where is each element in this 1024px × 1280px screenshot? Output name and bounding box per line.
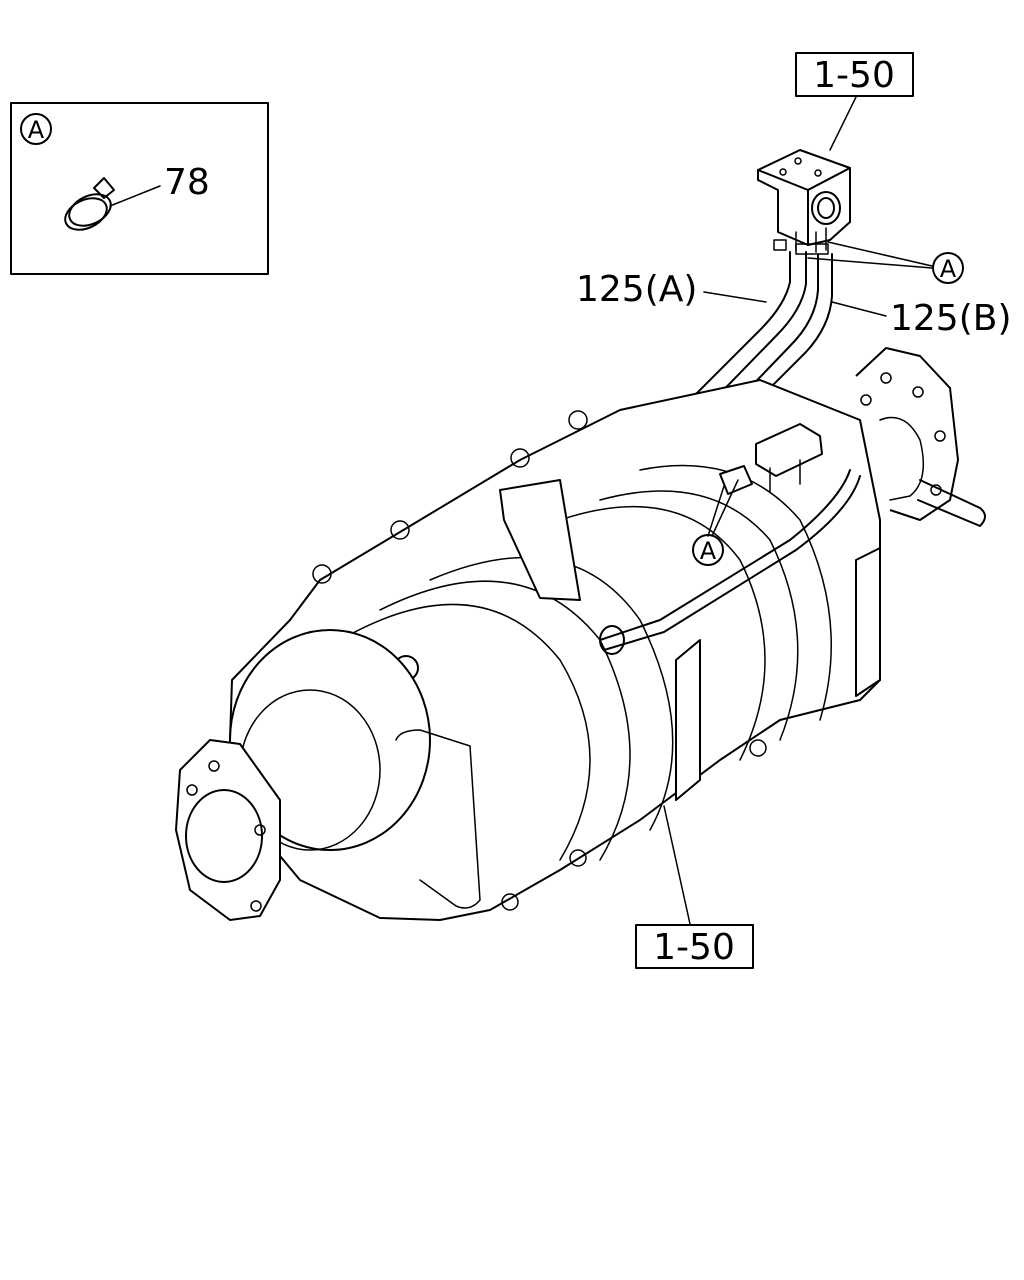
callout-clamp-mid: A — [692, 479, 739, 566]
clamp-top-label: A — [940, 255, 957, 283]
dpf-assembly-icon — [175, 347, 986, 921]
ref-sensor-label: 1-50 — [813, 55, 895, 96]
pipe-b-label: 125(B) — [890, 298, 1012, 339]
detail-circle-label: A — [28, 116, 45, 144]
clamp-mid-label: A — [700, 537, 717, 565]
clamp-icon — [64, 177, 115, 231]
pressure-sensor-icon — [757, 149, 851, 255]
ref-box-sensor: 1-50 — [795, 52, 914, 151]
ref-assembly-label: 1-50 — [653, 927, 735, 968]
callout-78: 78 — [164, 162, 210, 203]
callout-pipe-b: 125(B) — [831, 298, 1012, 339]
detail-box-a: A 78 — [10, 102, 269, 275]
ref-box-assembly: 1-50 — [635, 805, 754, 969]
detail-circle — [20, 113, 52, 145]
pipe-125b — [739, 253, 833, 403]
callout-clamp-top: A — [807, 241, 964, 284]
pipe-a-label: 125(A) — [576, 269, 697, 310]
callout-pipe-a: 125(A) — [576, 269, 767, 310]
